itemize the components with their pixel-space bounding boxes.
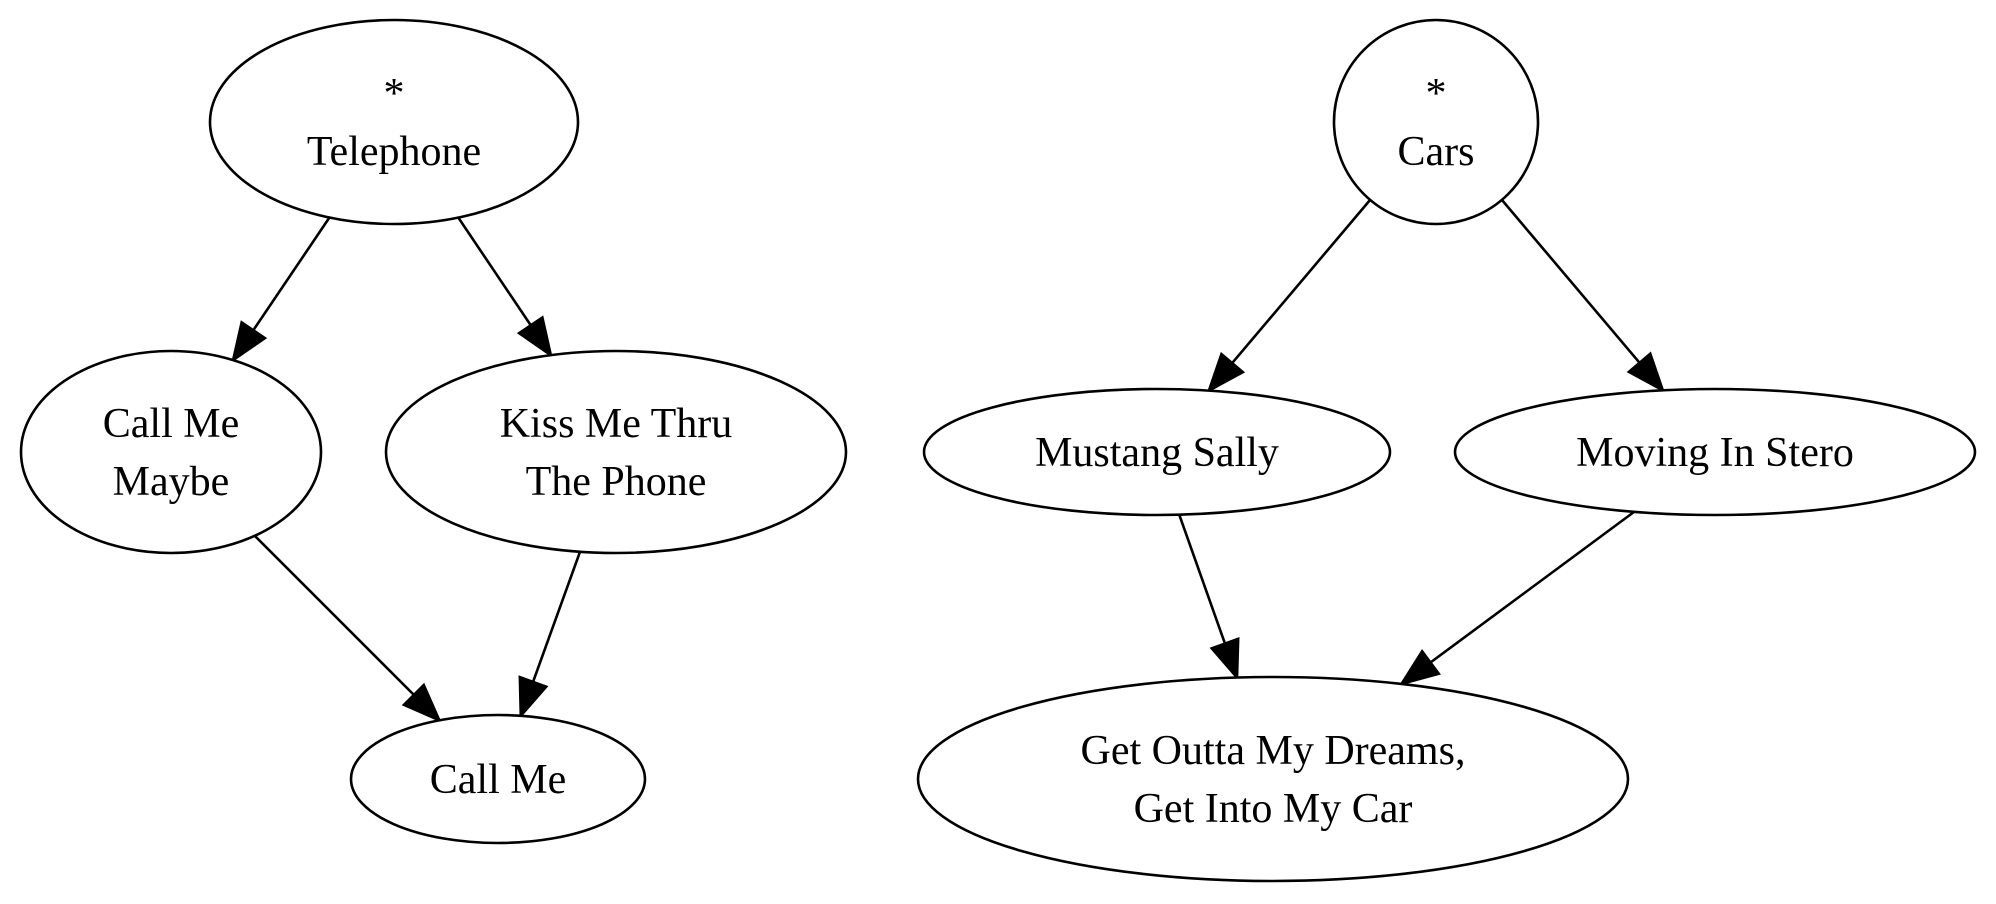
node-shape: [349, 713, 647, 845]
arrowhead: [1398, 648, 1441, 687]
node-label: Mustang Sally: [1035, 430, 1279, 476]
node-telephone[interactable]: * Telephone: [208, 18, 580, 226]
node-call-me-maybe[interactable]: Call Me Maybe: [19, 349, 323, 555]
node-label: *: [384, 71, 405, 117]
node-label: Call Me: [103, 401, 239, 447]
edge-cars-to-mustang-sally: [1206, 199, 1372, 394]
node-shape: [1453, 387, 1977, 517]
arrowhead: [401, 682, 442, 723]
edge-telephone-to-kiss-me-thru-the-phone: [457, 216, 553, 359]
edge-cars-to-moving-in-stero: [1500, 199, 1666, 394]
node-label: Kiss Me Thru: [500, 401, 733, 447]
node-label: Maybe: [113, 459, 230, 505]
node-shape: [384, 349, 848, 555]
node-shape: [922, 387, 1392, 517]
edge-kiss-me-thru-the-phone-to-call-me: [518, 551, 582, 720]
arrowhead: [1209, 637, 1240, 681]
node-label: Telephone: [307, 129, 481, 175]
edge-line: [457, 216, 532, 326]
node-shape: [19, 349, 323, 555]
edge-mustang-sally-to-get-outta-my-dreams: [1178, 514, 1240, 681]
arrowhead: [231, 320, 268, 364]
node-label: Get Into My Car: [1134, 786, 1413, 832]
arrowhead: [1626, 351, 1666, 394]
node-moving-in-stero[interactable]: Moving In Stero: [1453, 387, 1977, 517]
node-get-outta-my-dreams[interactable]: Get Outta My Dreams, Get Into My Car: [916, 675, 1630, 883]
node-label: The Phone: [526, 459, 707, 505]
node-shape: [916, 675, 1630, 883]
edge-line: [531, 551, 582, 683]
edge-call-me-maybe-to-call-me: [253, 534, 442, 723]
node-label: Call Me: [430, 757, 566, 803]
node-label: Cars: [1398, 129, 1475, 175]
edge-telephone-to-call-me-maybe: [231, 216, 331, 364]
edges-layer: [231, 199, 1666, 723]
node-mustang-sally[interactable]: Mustang Sally: [922, 387, 1392, 517]
edge-line: [1178, 514, 1227, 645]
edge-moving-in-stero-to-get-outta-my-dreams: [1398, 510, 1635, 687]
arrowhead: [516, 315, 553, 359]
arrowhead: [518, 675, 549, 720]
edge-line: [253, 534, 415, 696]
node-label: Get Outta My Dreams,: [1081, 728, 1466, 774]
node-label: *: [1426, 71, 1447, 117]
node-shape: [1332, 18, 1540, 226]
edge-line: [1500, 199, 1641, 364]
node-cars[interactable]: * Cars: [1332, 18, 1540, 226]
arrowhead: [1206, 351, 1246, 394]
edge-line: [1231, 199, 1372, 364]
edge-line: [1429, 510, 1635, 664]
edge-line: [252, 216, 331, 331]
node-call-me[interactable]: Call Me: [349, 713, 647, 845]
node-shape: [208, 18, 580, 226]
node-label: Moving In Stero: [1576, 430, 1854, 476]
